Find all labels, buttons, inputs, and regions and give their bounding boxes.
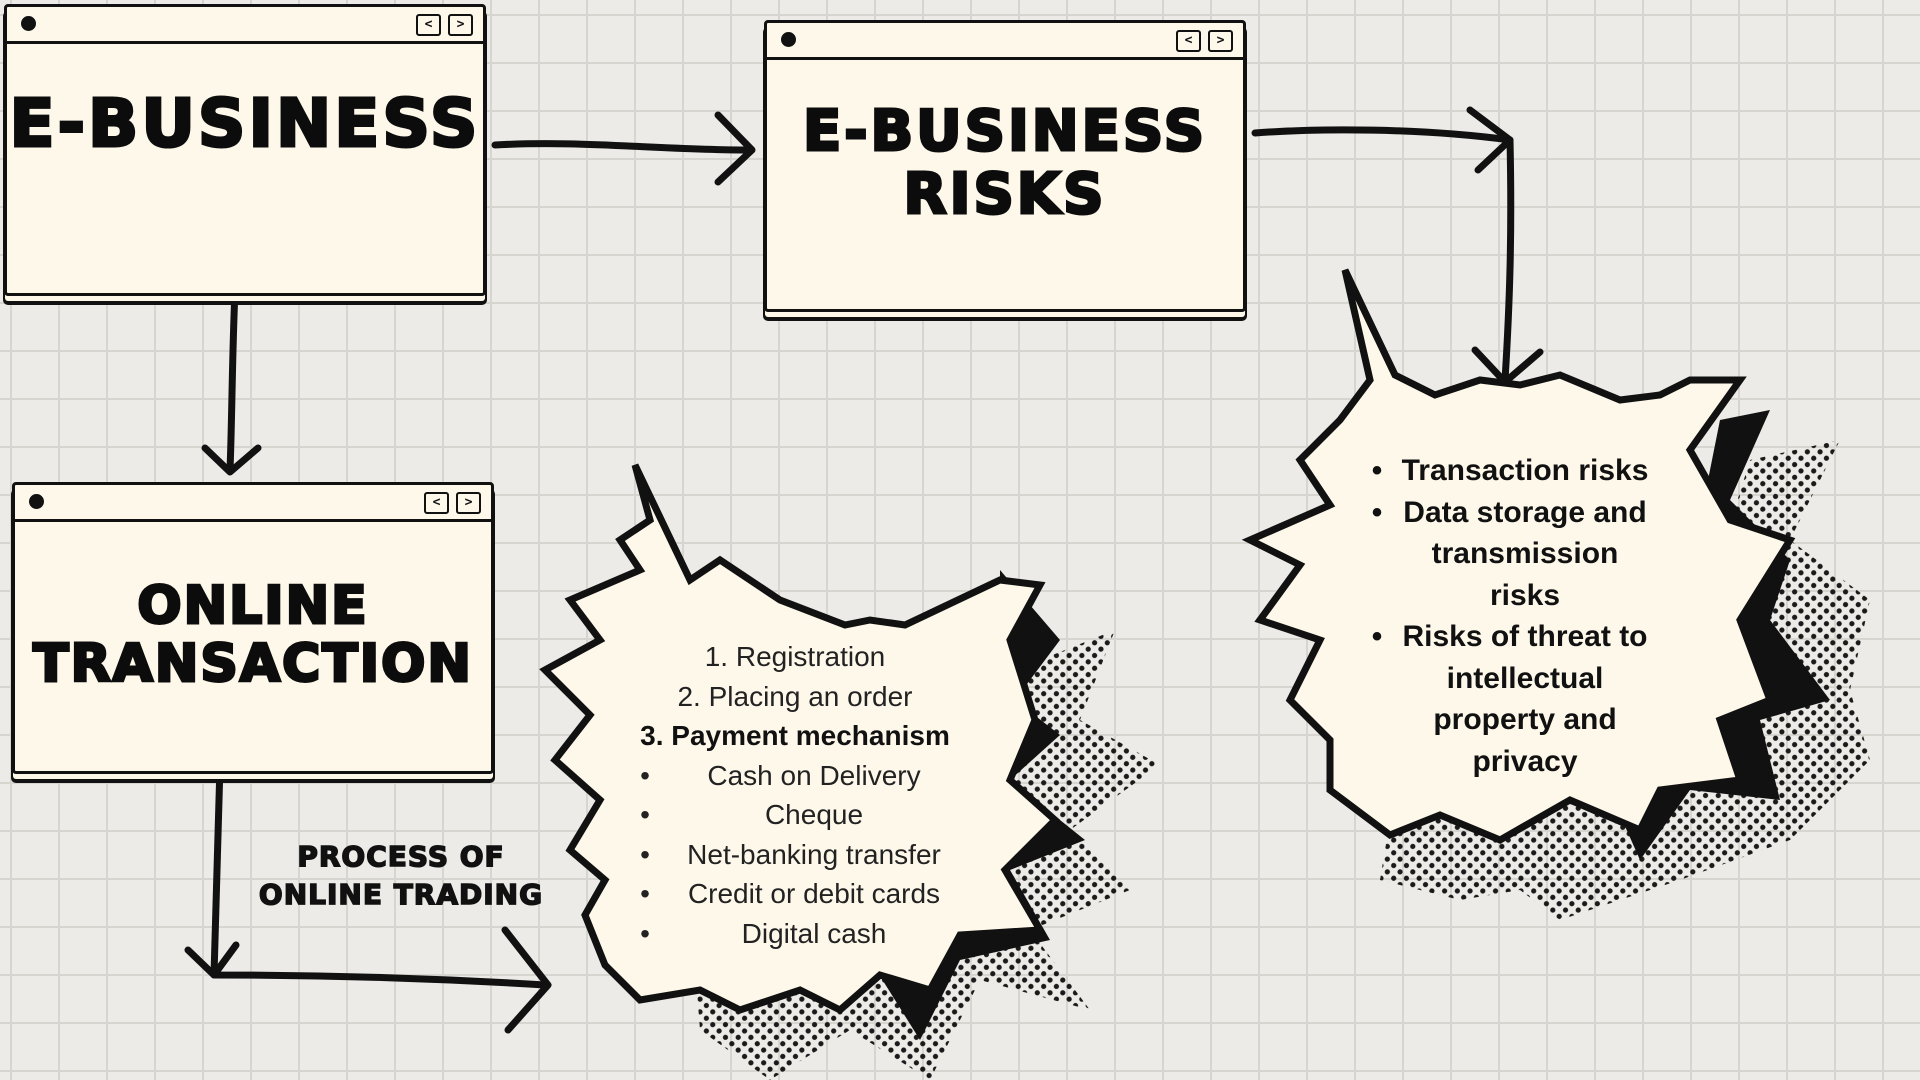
window-dot-icon <box>29 494 44 509</box>
risk-line: risks <box>1489 578 1561 612</box>
window-title-line: ONLINE <box>136 575 369 636</box>
bullet-icon: • <box>1371 495 1383 529</box>
risk-item: • Data storage and transmission risks <box>1370 492 1680 617</box>
process-label: PROCESS OF ONLINE TRADING <box>236 838 566 914</box>
window-titlebar: < > <box>7 7 483 44</box>
window-title: ONLINE TRANSACTION <box>15 575 491 695</box>
burst-risks <box>1241 268 1796 844</box>
bullet-icon: • <box>1371 454 1383 487</box>
payment-method-label: Digital cash <box>741 917 887 949</box>
risk-item: • Risks of threat to intellectual proper… <box>1370 616 1680 782</box>
step-item: 2. Placing an order <box>677 680 913 712</box>
risk-line: transmission <box>1431 537 1619 570</box>
bullet-icon: • <box>640 759 650 791</box>
risk-line: intellectual <box>1446 661 1604 695</box>
payment-method-label: Cheque <box>764 799 864 830</box>
arrow-head-6 <box>501 926 552 1034</box>
payment-method-item: • Digital cash <box>630 914 960 954</box>
risk-line: Data storage and <box>1403 495 1647 529</box>
process-label-line: ONLINE TRADING <box>258 877 544 912</box>
arrow-head-1 <box>714 111 756 186</box>
payment-method-label: Cash on Delivery <box>707 759 921 791</box>
arrow-head-5 <box>184 941 240 979</box>
risk-item: • Transaction risks <box>1370 450 1680 492</box>
risk-line: Transaction risks <box>1401 454 1649 487</box>
bullet-icon: • <box>1371 620 1383 653</box>
window-ebusiness-risks: < > E-BUSINESS RISKS <box>764 20 1246 312</box>
payment-method-label: Credit or debit cards <box>687 878 941 909</box>
payment-method-item: • Cheque <box>630 795 960 835</box>
risk-line: property and <box>1433 703 1617 736</box>
payment-method-item: • Cash on Delivery <box>630 756 960 796</box>
window-dot-icon <box>21 16 36 31</box>
process-label-line: PROCESS OF <box>297 839 505 874</box>
arrow-ebusiness-to-online <box>226 286 239 474</box>
arrow-head-2 <box>1466 106 1514 174</box>
window-online-transaction: < > ONLINE TRANSACTION <box>12 482 494 774</box>
chevron-left-icon[interactable]: < <box>416 14 441 36</box>
step-item: 3. Payment mechanism <box>640 720 950 751</box>
payment-method-item: • Net-banking transfer <box>630 835 960 875</box>
arrow-head-4 <box>201 444 262 476</box>
chevron-right-icon[interactable]: > <box>456 492 481 514</box>
bullet-icon: • <box>640 878 650 909</box>
chevron-right-icon[interactable]: > <box>448 14 473 36</box>
step-item: 1. Registration <box>704 641 886 672</box>
arrow-head-3 <box>1471 346 1544 386</box>
window-titlebar: < > <box>15 485 491 522</box>
risk-line: Risks of threat to <box>1402 620 1648 653</box>
chevron-left-icon[interactable]: < <box>424 492 449 514</box>
payment-method-item: • Credit or debit cards <box>630 874 960 914</box>
payment-method-label: Net-banking transfer <box>687 838 941 870</box>
chevron-left-icon[interactable]: < <box>1176 30 1201 52</box>
window-dot-icon <box>781 32 796 47</box>
arrow-online-to-process <box>210 761 549 989</box>
arrow-ebusiness-to-risks <box>491 140 754 154</box>
burst-steps <box>539 463 1061 1015</box>
window-titlebar: < > <box>767 23 1243 60</box>
bullet-icon: • <box>640 838 650 870</box>
window-title-line: E-BUSINESS <box>801 99 1208 164</box>
risk-line: privacy <box>1472 744 1578 778</box>
window-title-line: TRANSACTION <box>32 633 473 695</box>
online-trading-steps: 1. Registration 2. Placing an order 3. P… <box>630 637 960 953</box>
bullet-icon: • <box>640 917 650 949</box>
ebusiness-risks-list: • Transaction risks • Data storage and t… <box>1370 450 1680 782</box>
window-ebusiness: < > E-BUSINESS <box>4 4 486 296</box>
window-title-line: RISKS <box>902 161 1107 227</box>
window-title: E-BUSINESS RISKS <box>767 99 1243 227</box>
bullet-icon: • <box>640 799 650 830</box>
window-title: E-BUSINESS <box>8 85 481 162</box>
chevron-right-icon[interactable]: > <box>1208 30 1233 52</box>
